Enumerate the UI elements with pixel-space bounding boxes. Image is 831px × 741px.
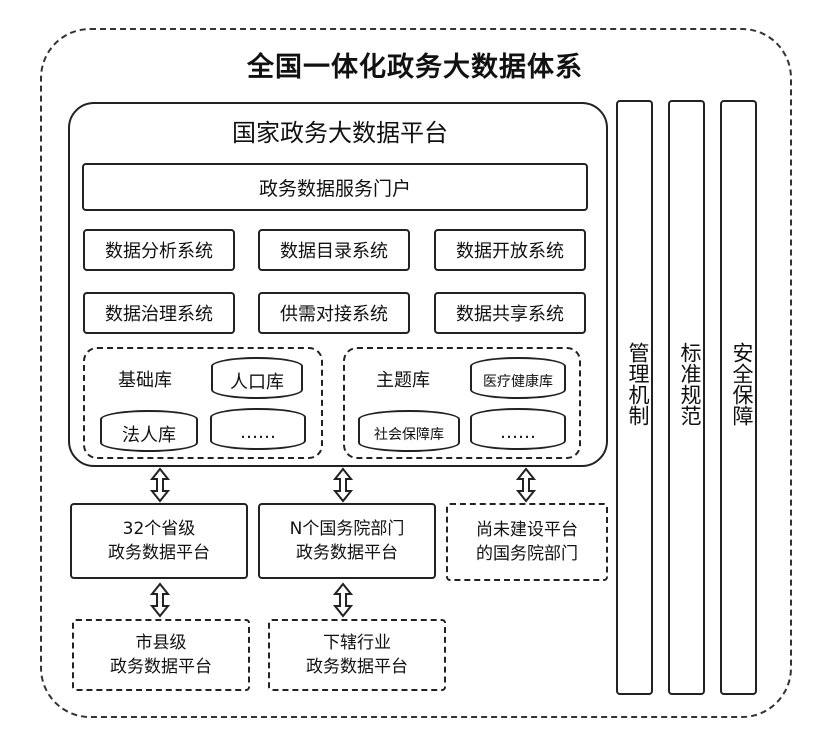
arrow-ministries-industry	[334, 583, 352, 617]
arrow-platform-ministries	[334, 468, 352, 502]
data-service-portal: 政务数据服务门户	[82, 163, 588, 211]
basic-library-label: 基础库	[118, 370, 172, 391]
provincial-platform-box: 32个省级 政务数据平台	[70, 503, 248, 579]
industry-line1: 下辖行业	[323, 633, 391, 653]
security-label: 安全保障	[730, 342, 754, 426]
industry-platform-box: 下辖行业 政务数据平台	[268, 619, 446, 691]
other-theme-db-cylinder: ……	[470, 408, 566, 450]
data-governance-system: 数据治理系统	[83, 292, 235, 334]
arrow-platform-unbuilt	[517, 468, 535, 502]
arrow-platform-provincial	[151, 468, 169, 502]
national-platform-title: 国家政务大数据平台	[232, 118, 448, 147]
system-boundary	[40, 28, 792, 718]
theme-library-label: 主题库	[376, 370, 430, 391]
legal-entity-db-cylinder: 法人库	[100, 410, 198, 452]
county-line1: 市县级	[135, 633, 187, 653]
standards-column: 标准规范	[668, 100, 705, 695]
security-column: 安全保障	[720, 100, 757, 695]
ministries-line2: 政务数据平台	[296, 543, 398, 563]
social-security-db-cylinder: 社会保障库	[358, 410, 460, 452]
diagram-title: 全国一体化政务大数据体系	[247, 51, 583, 83]
unbuilt-line1: 尚未建设平台	[476, 520, 578, 540]
management-mechanism-column: 管理机制	[616, 100, 653, 695]
data-catalog-system: 数据目录系统	[258, 229, 410, 271]
arrow-provincial-county	[151, 583, 169, 617]
data-analysis-system: 数据分析系统	[83, 229, 235, 271]
ministries-line1: N个国务院部门	[289, 519, 405, 539]
unbuilt-ministries-box: 尚未建设平台 的国务院部门	[446, 503, 608, 581]
supply-demand-system: 供需对接系统	[258, 292, 410, 334]
industry-line2: 政务数据平台	[306, 657, 408, 677]
provincial-line2: 政务数据平台	[108, 543, 210, 563]
other-basic-db-cylinder: ……	[210, 408, 306, 450]
population-db-cylinder: 人口库	[211, 357, 303, 399]
healthcare-db-cylinder: 医疗健康库	[470, 357, 566, 399]
management-mechanism-label: 管理机制	[626, 342, 650, 426]
county-line2: 政务数据平台	[110, 657, 212, 677]
unbuilt-line2: 的国务院部门	[476, 544, 578, 564]
data-open-system: 数据开放系统	[434, 229, 586, 271]
provincial-line1: 32个省级	[122, 519, 196, 539]
data-sharing-system: 数据共享系统	[434, 292, 586, 334]
county-platform-box: 市县级 政务数据平台	[72, 619, 250, 691]
standards-label: 标准规范	[678, 342, 702, 426]
ministries-platform-box: N个国务院部门 政务数据平台	[258, 503, 436, 579]
